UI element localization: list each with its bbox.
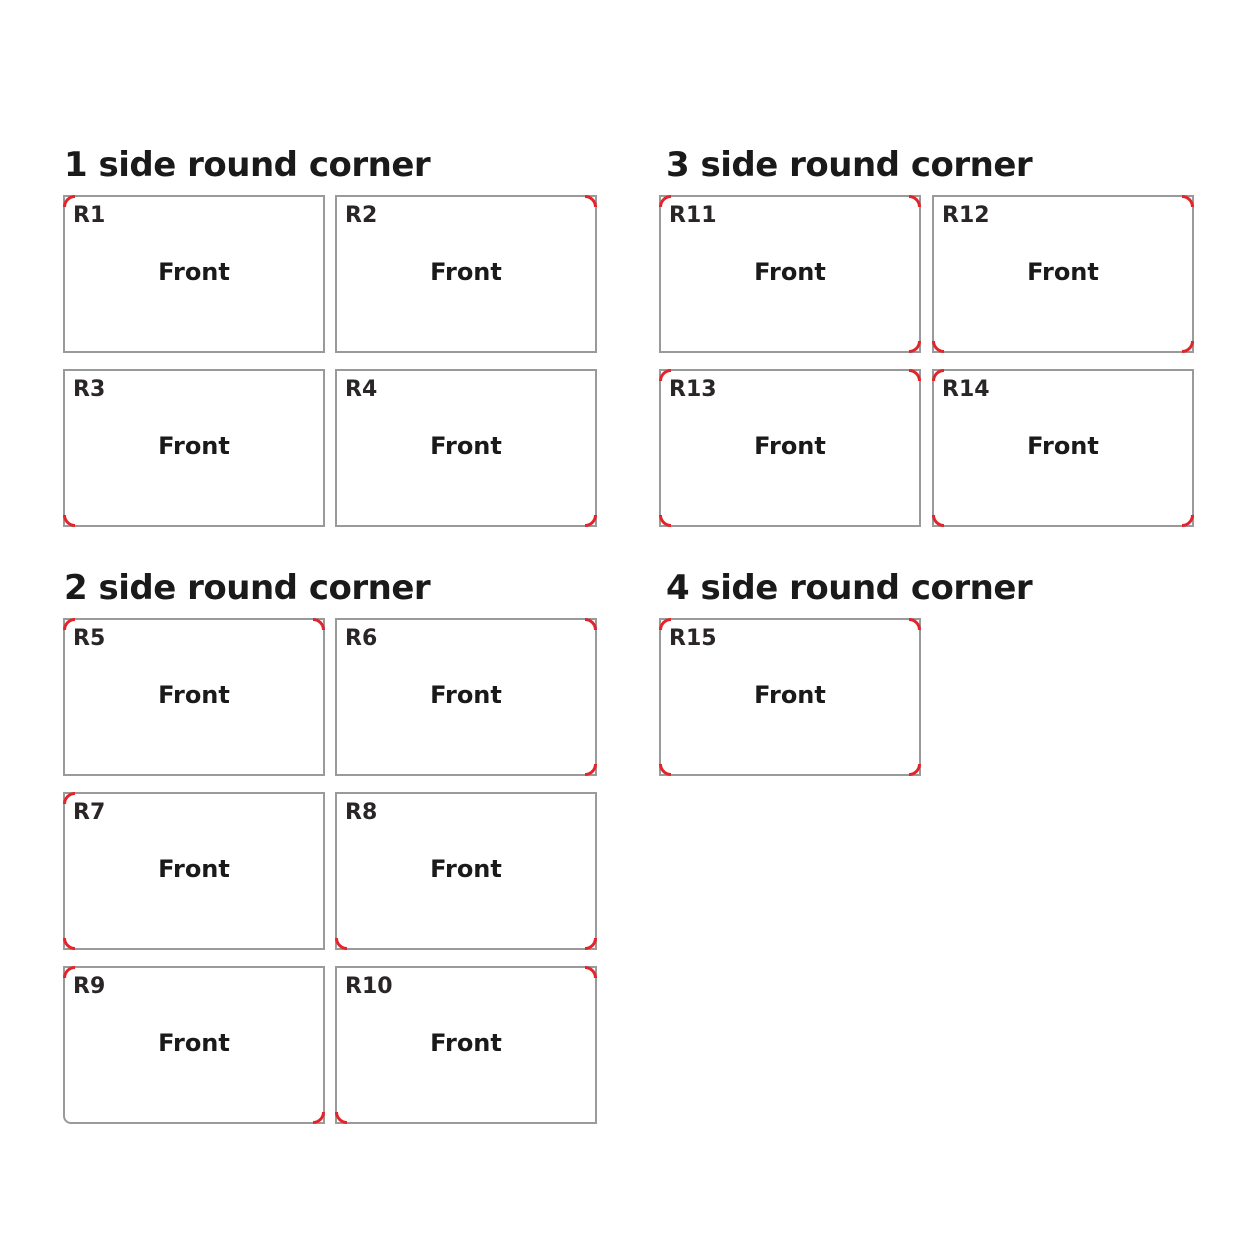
card-code: R14	[942, 377, 990, 402]
corner-marker-bottom-left	[63, 515, 75, 527]
corner-marker-bottom-left	[335, 938, 347, 950]
corner-marker-bottom-right	[1182, 515, 1194, 527]
card-r1: R1 Front	[63, 195, 325, 353]
card-code: R2	[345, 203, 378, 228]
corner-marker-top-right	[313, 618, 325, 630]
card-face-label: Front	[158, 432, 230, 460]
card-r14: R14 Front	[932, 369, 1194, 527]
card-code: R4	[345, 377, 378, 402]
card-r5: R5 Front	[63, 618, 325, 776]
corner-marker-bottom-right	[909, 341, 921, 353]
corner-marker-bottom-right	[585, 764, 597, 776]
corner-marker-top-right	[909, 195, 921, 207]
card-face-label: Front	[158, 681, 230, 709]
corner-marker-top-left	[659, 369, 671, 381]
card-code: R6	[345, 626, 378, 651]
corner-marker-bottom-right	[1182, 341, 1194, 353]
corner-marker-top-left	[63, 966, 75, 978]
section-title-three-side: 3 side round corner	[666, 145, 1033, 185]
card-code: R10	[345, 974, 393, 999]
card-code: R1	[73, 203, 106, 228]
section-title-one-side: 1 side round corner	[64, 145, 431, 185]
corner-marker-top-left	[659, 195, 671, 207]
corner-marker-bottom-left	[932, 515, 944, 527]
card-code: R7	[73, 800, 106, 825]
card-code: R12	[942, 203, 990, 228]
card-face-label: Front	[430, 681, 502, 709]
corner-marker-bottom-right	[909, 764, 921, 776]
section-title-four-side: 4 side round corner	[666, 568, 1033, 608]
corner-marker-bottom-right	[585, 938, 597, 950]
corner-marker-top-left	[659, 618, 671, 630]
corner-marker-bottom-left	[659, 515, 671, 527]
card-r15: R15 Front	[659, 618, 921, 776]
corner-marker-top-right	[585, 195, 597, 207]
corner-marker-top-right	[909, 369, 921, 381]
corner-marker-top-left	[932, 369, 944, 381]
card-r12: R12 Front	[932, 195, 1194, 353]
card-r8: R8 Front	[335, 792, 597, 950]
card-r9: R9 Front	[63, 966, 325, 1124]
card-r2: R2 Front	[335, 195, 597, 353]
card-face-label: Front	[430, 1029, 502, 1057]
card-r10: R10 Front	[335, 966, 597, 1124]
card-face-label: Front	[1027, 258, 1099, 286]
card-code: R11	[669, 203, 717, 228]
corner-marker-top-right	[585, 966, 597, 978]
card-r3: R3 Front	[63, 369, 325, 527]
card-code: R15	[669, 626, 717, 651]
card-face-label: Front	[158, 1029, 230, 1057]
corner-marker-bottom-left	[932, 341, 944, 353]
card-face-label: Front	[754, 681, 826, 709]
card-face-label: Front	[754, 258, 826, 286]
card-face-label: Front	[430, 432, 502, 460]
card-face-label: Front	[1027, 432, 1099, 460]
card-face-label: Front	[754, 432, 826, 460]
corner-marker-bottom-left	[335, 1112, 347, 1124]
card-code: R8	[345, 800, 378, 825]
corner-marker-top-left	[63, 195, 75, 207]
card-code: R9	[73, 974, 106, 999]
card-r7: R7 Front	[63, 792, 325, 950]
card-code: R13	[669, 377, 717, 402]
card-code: R3	[73, 377, 106, 402]
card-r11: R11 Front	[659, 195, 921, 353]
corner-marker-top-right	[1182, 195, 1194, 207]
card-face-label: Front	[430, 855, 502, 883]
card-r6: R6 Front	[335, 618, 597, 776]
card-face-label: Front	[430, 258, 502, 286]
corner-marker-bottom-right	[585, 515, 597, 527]
card-r13: R13 Front	[659, 369, 921, 527]
corner-marker-top-left	[63, 618, 75, 630]
corner-marker-bottom-right	[313, 1112, 325, 1124]
corner-marker-bottom-left	[63, 938, 75, 950]
card-face-label: Front	[158, 258, 230, 286]
corner-marker-top-right	[909, 618, 921, 630]
corner-marker-top-left	[63, 792, 75, 804]
card-face-label: Front	[158, 855, 230, 883]
section-title-two-side: 2 side round corner	[64, 568, 431, 608]
card-r4: R4 Front	[335, 369, 597, 527]
card-code: R5	[73, 626, 106, 651]
corner-marker-top-right	[585, 618, 597, 630]
corner-marker-bottom-left	[659, 764, 671, 776]
